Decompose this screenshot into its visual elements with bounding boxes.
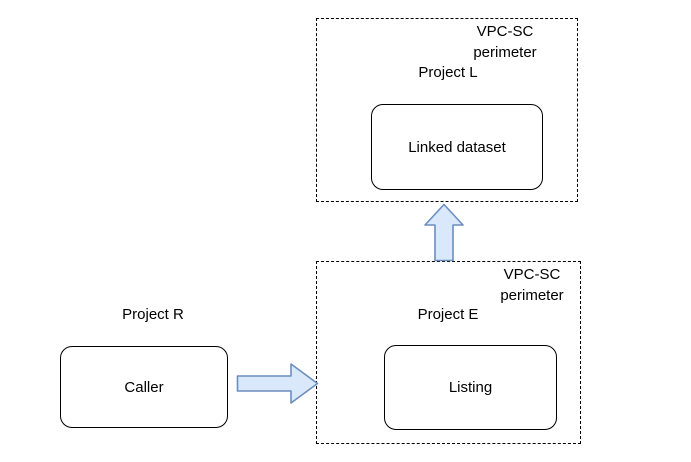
arrow-up-icon (424, 203, 464, 262)
linked-dataset-node-label: Linked dataset (408, 138, 506, 156)
caller-node: Caller (60, 346, 228, 428)
listing-node: Listing (384, 345, 557, 430)
vpc-sc-perimeter-top-box (316, 18, 578, 202)
listing-node-label: Listing (448, 379, 493, 396)
project-r-label: Project R (122, 306, 184, 323)
vpc-sc-perimeter-bottom-label: VPC-SC perimeter (500, 266, 564, 304)
project-e-label: Project E (417, 306, 479, 323)
vpc-sc-perimeter-bottom-box (316, 261, 581, 444)
caller-node-label: Caller (124, 378, 164, 396)
vpc-sc-perimeter-top-label: VPC-SC perimeter (473, 23, 537, 61)
linked-dataset-node: Linked dataset (371, 104, 543, 190)
arrow-right-icon (236, 363, 319, 404)
project-l-label: Project L (418, 64, 478, 81)
